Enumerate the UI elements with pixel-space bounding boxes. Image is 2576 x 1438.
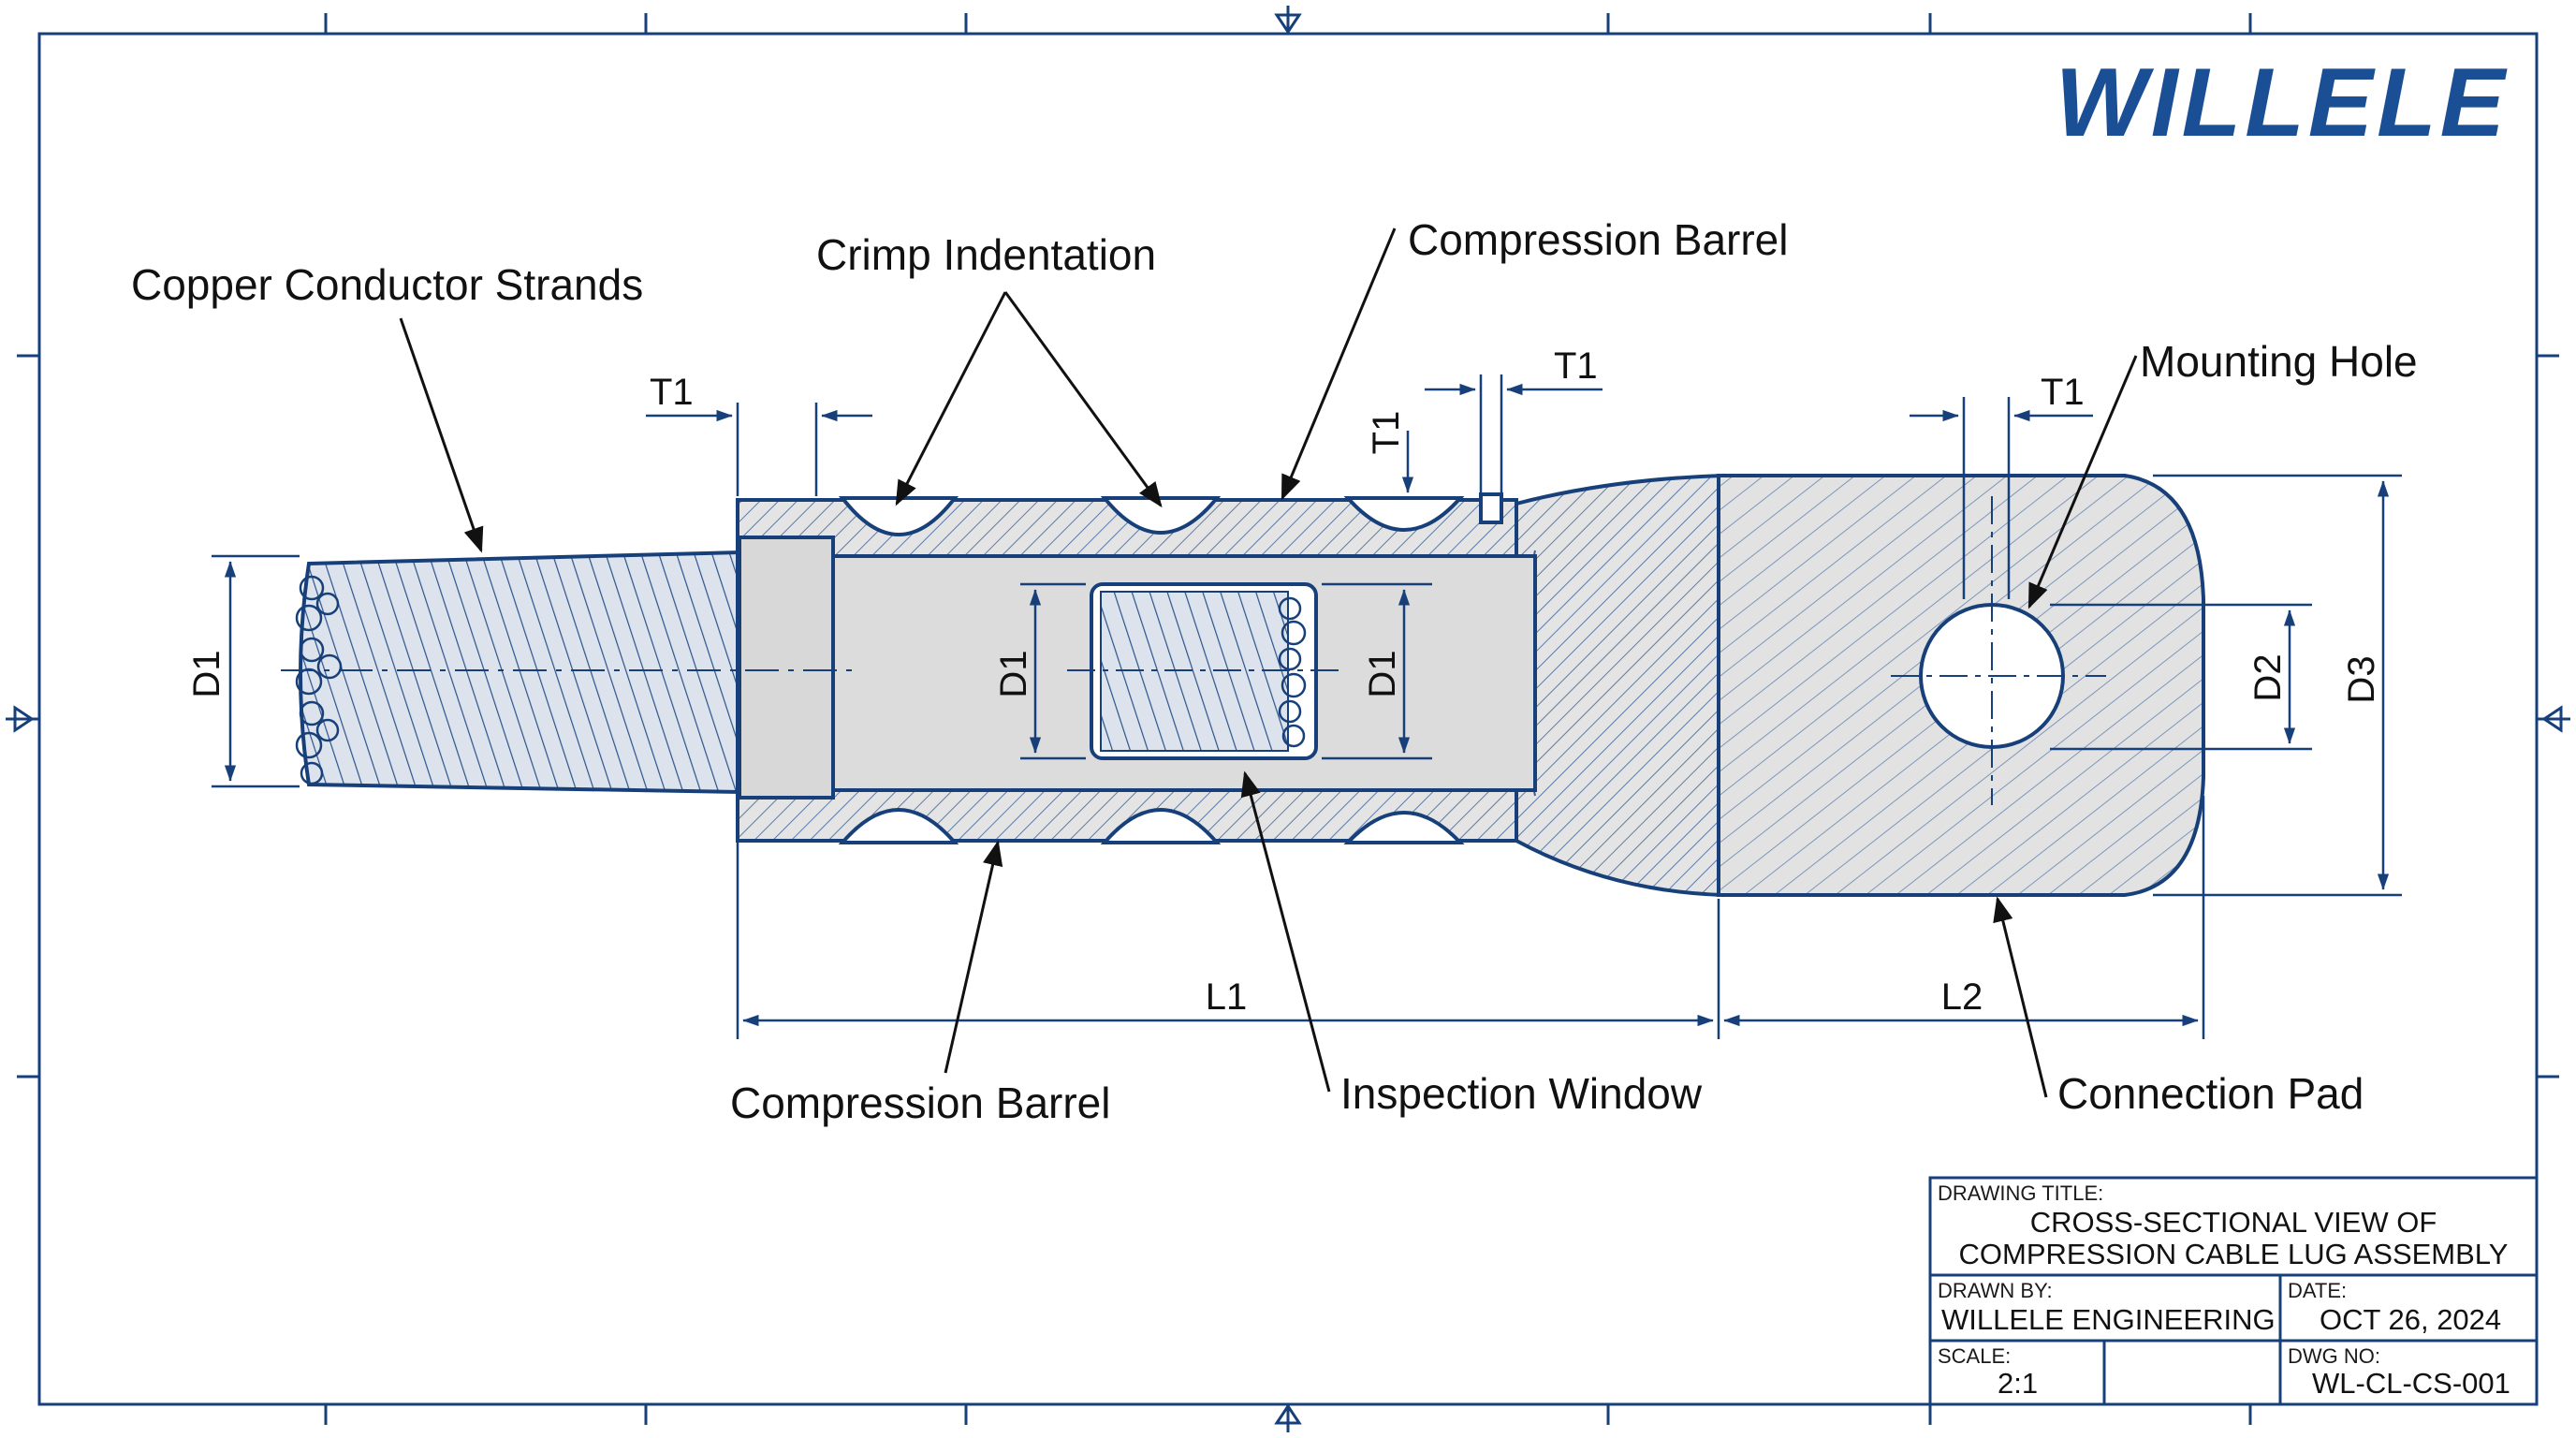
title-block-dwg-no: WL-CL-CS-001 xyxy=(2312,1367,2510,1400)
callout-inspection-window: Inspection Window xyxy=(1340,1069,1703,1118)
title-block-drawn-by: WILLELE ENGINEERING xyxy=(1941,1303,2276,1336)
crimp-indentations-bottom xyxy=(838,808,1465,844)
dimension-lines xyxy=(212,374,2402,1039)
title-block-date: OCT 26, 2024 xyxy=(2320,1303,2501,1336)
hole-centerlines xyxy=(1891,496,2106,805)
dim-d2: D2 xyxy=(2247,653,2289,701)
callout-leaders xyxy=(399,227,2138,1098)
callout-compression-barrel-top: Compression Barrel xyxy=(1408,215,1788,264)
callout-crimp-indentation: Crimp Indentation xyxy=(816,230,1156,279)
title-block-drawing-title-caption: DRAWING TITLE: xyxy=(1938,1181,2103,1205)
dim-l1: L1 xyxy=(1206,976,1248,1018)
callout-connection-pad: Connection Pad xyxy=(2057,1069,2364,1118)
title-block-drawn-by-caption: DRAWN BY: xyxy=(1938,1279,2053,1302)
dim-t1-vertical: T1 xyxy=(1366,411,1407,455)
dim-t1-slot: T1 xyxy=(1554,345,1598,387)
dim-t1-barrel: T1 xyxy=(650,372,694,413)
callout-copper-conductor-strands: Copper Conductor Strands xyxy=(131,260,643,309)
title-block-title-line2: COMPRESSION CABLE LUG ASSEMBLY xyxy=(1959,1238,2509,1270)
dim-d1-conductor: D1 xyxy=(186,650,227,697)
title-block: DRAWING TITLE: CROSS-SECTIONAL VIEW OF C… xyxy=(1928,1176,2539,1406)
dim-d3: D3 xyxy=(2341,655,2382,703)
dim-t1-pad: T1 xyxy=(2041,372,2085,413)
copper-conductor-strands xyxy=(295,550,741,795)
title-block-scale-caption: SCALE: xyxy=(1938,1344,2011,1368)
callout-compression-barrel-bottom: Compression Barrel xyxy=(730,1078,1110,1127)
title-block-dwg-no-caption: DWG NO: xyxy=(2288,1344,2380,1368)
centering-mark-top xyxy=(1274,6,1302,35)
centering-mark-right xyxy=(2537,705,2570,733)
title-block-date-caption: DATE: xyxy=(2288,1279,2347,1302)
dim-l2: L2 xyxy=(1941,976,1983,1018)
drawing-frame xyxy=(6,6,2570,1432)
barrel-entry-chamfer xyxy=(738,536,835,800)
dim-d1-window-right: D1 xyxy=(1362,650,1403,697)
dim-d1-window-left: D1 xyxy=(993,650,1034,697)
title-block-scale: 2:1 xyxy=(1998,1367,2038,1400)
company-logo: WILLELE xyxy=(2056,49,2509,157)
lug-neck xyxy=(1515,473,1724,898)
callout-mounting-hole: Mounting Hole xyxy=(2140,337,2418,386)
centering-mark-bottom xyxy=(1274,1403,1302,1432)
title-block-title-line1: CROSS-SECTIONAL VIEW OF xyxy=(2030,1206,2437,1239)
crimp-indentations-top xyxy=(838,492,1503,536)
centering-mark-left xyxy=(6,705,39,733)
